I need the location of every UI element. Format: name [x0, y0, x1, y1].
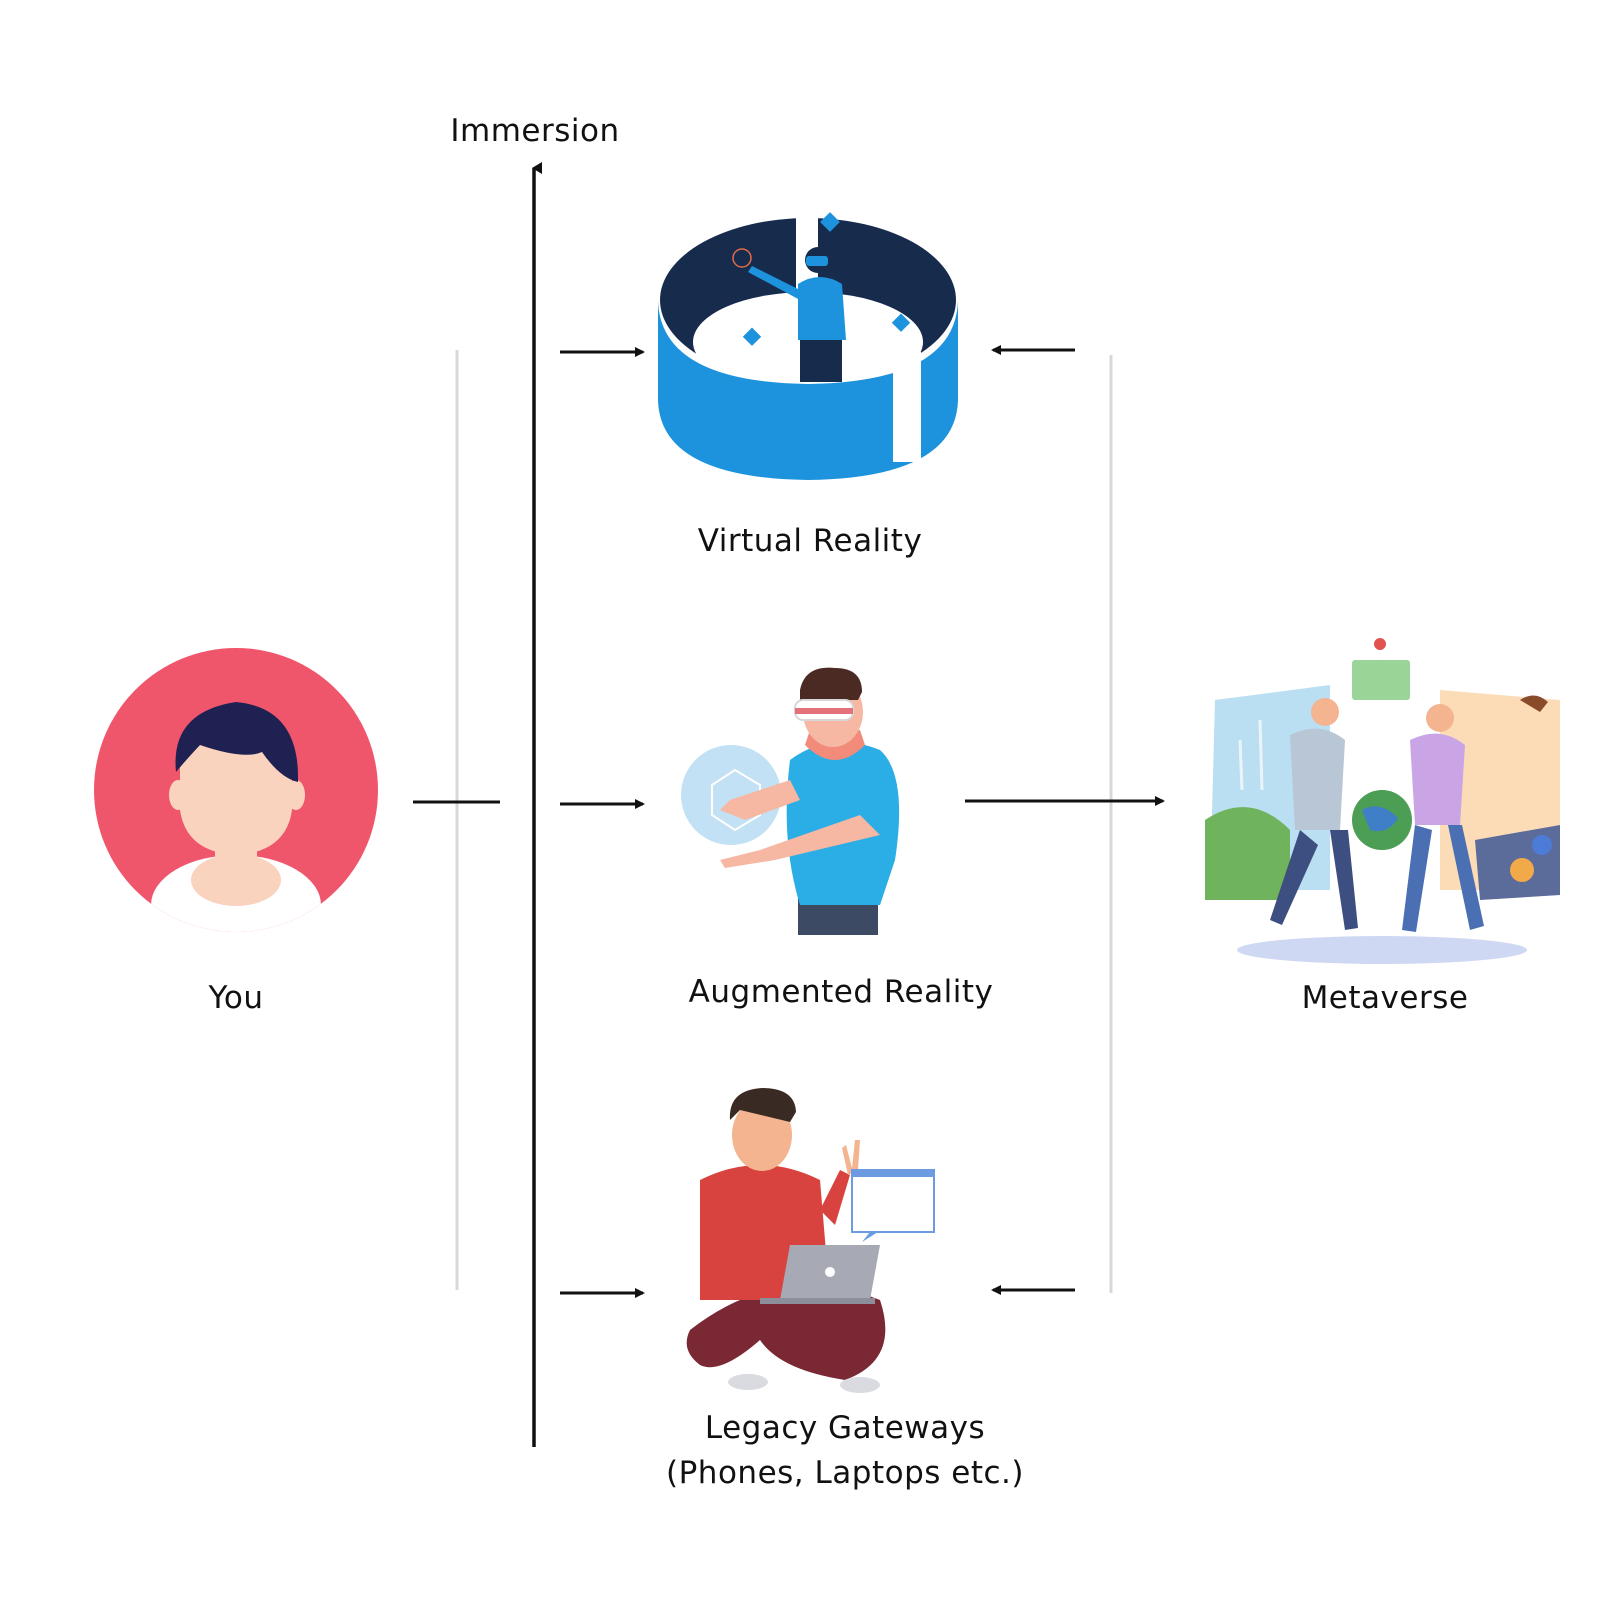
you-label: You — [208, 980, 264, 1016]
legacy-label-line1: Legacy Gateways — [704, 1410, 986, 1446]
ar-headset-user-icon — [681, 667, 900, 935]
axis-label: Immersion — [450, 113, 620, 149]
vr-headset-user-icon — [658, 210, 958, 480]
vr-label: Virtual Reality — [697, 523, 923, 559]
ar-label: Augmented Reality — [688, 974, 994, 1010]
legacy-label-line2: (Phones, Laptops etc.) — [666, 1455, 1024, 1491]
metaverse-label: Metaverse — [1301, 980, 1469, 1016]
laptop-user-icon — [686, 1088, 935, 1393]
metaverse-scene-icon — [1205, 638, 1560, 964]
person-avatar-icon — [94, 648, 378, 932]
